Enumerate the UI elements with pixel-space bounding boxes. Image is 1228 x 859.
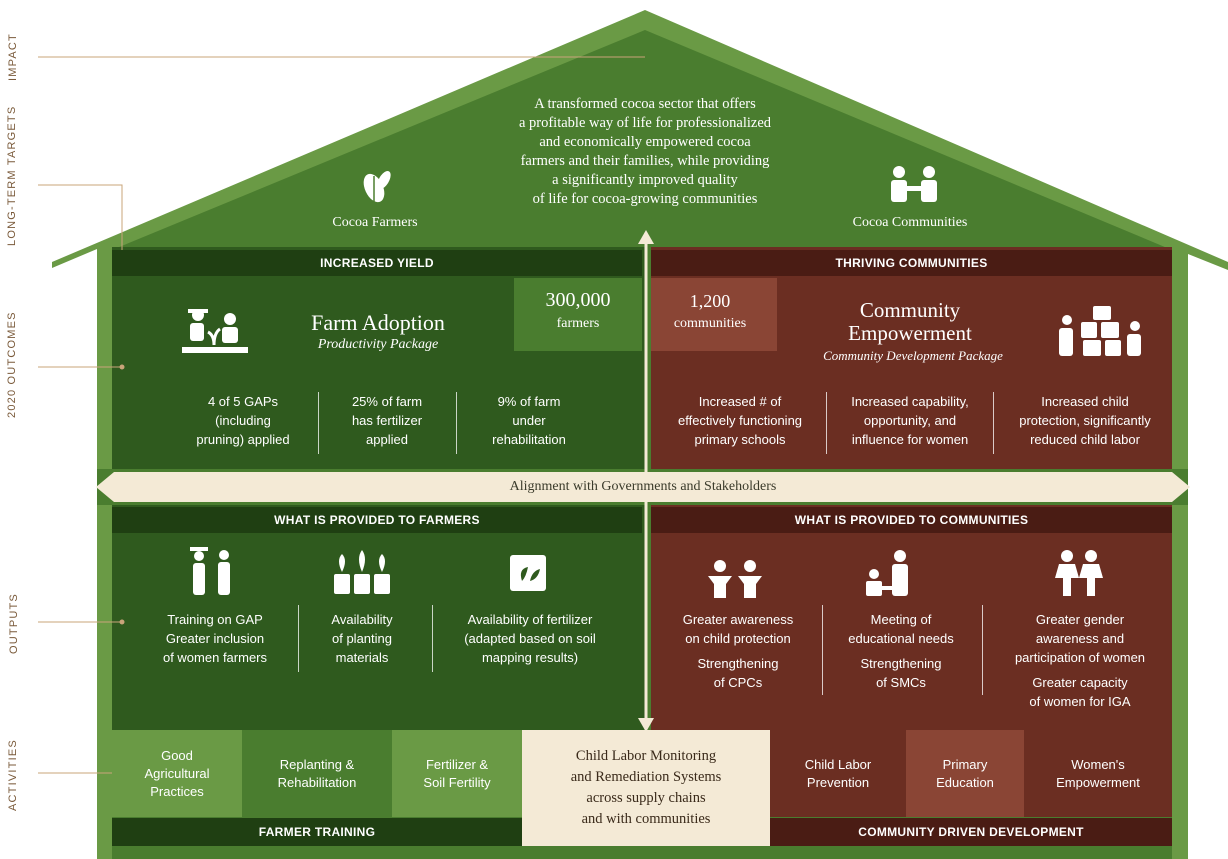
thriving-communities-bar: THRIVING COMMUNITIES xyxy=(651,250,1172,276)
alignment-label: Alignment with Governments and Stakehold… xyxy=(509,479,777,494)
output-divider xyxy=(432,605,433,672)
center-arrow-up xyxy=(638,230,654,244)
farmers-planting-icon xyxy=(182,309,248,353)
outputs-left-panel xyxy=(112,505,646,730)
women-icon xyxy=(1055,550,1103,596)
fertilizer-bag-icon xyxy=(510,555,546,591)
community-empowerment-title: Community Empowerment xyxy=(848,298,972,345)
metric-divider xyxy=(826,392,827,454)
vision-statement: A transformed cocoa sector that offers a… xyxy=(470,95,820,209)
output-divider xyxy=(298,605,299,672)
cocoa-communities-label: Cocoa Communities xyxy=(852,215,968,230)
communities-stat-unit: communities xyxy=(673,316,747,331)
center-arrow-down xyxy=(638,718,654,732)
vision-line: a significantly improved quality xyxy=(552,172,738,188)
communities-stat-box xyxy=(651,278,777,351)
farmer-training-bar: FARMER TRAINING xyxy=(112,818,522,846)
farmer-couple-icon xyxy=(190,547,230,595)
cocoa-farmers-label: Cocoa Farmers xyxy=(332,215,418,230)
output-divider xyxy=(822,605,823,695)
alignment-arrow xyxy=(96,472,1190,502)
vision-line: A transformed cocoa sector that offers xyxy=(534,96,756,112)
community-building-icon xyxy=(1059,306,1141,356)
farmers-stat-unit: farmers xyxy=(556,316,600,331)
vision-line: a profitable way of life for professiona… xyxy=(518,115,772,131)
metric-divider xyxy=(318,392,319,454)
vision-line: of life for cocoa-growing communities xyxy=(532,191,758,207)
output-divider xyxy=(982,605,983,695)
farmers-stat-box xyxy=(514,278,642,351)
provided-to-communities-bar: WHAT IS PROVIDED TO COMMUNITIES xyxy=(651,507,1172,533)
education-icon xyxy=(866,550,908,596)
handshake-people-icon xyxy=(891,166,937,202)
farmers-stat-value: 300,000 xyxy=(545,289,611,311)
seedlings-icon xyxy=(334,550,390,594)
activity-replanting-rehabilitation: Replanting &Rehabilitation xyxy=(242,730,392,817)
children-icon xyxy=(708,560,762,598)
metric-divider xyxy=(993,392,994,454)
communities-stat-value: 1,200 xyxy=(689,291,731,311)
activity-fertilizer-soil-fertility: Fertilizer &Soil Fertility xyxy=(392,730,522,817)
metric-divider xyxy=(456,392,457,454)
farm-adoption-title: Farm Adoption xyxy=(311,310,445,335)
increased-yield-bar: INCREASED YIELD xyxy=(112,250,642,276)
productivity-package-subtitle: Productivity Package xyxy=(317,337,439,352)
community-driven-development-bar: COMMUNITY DRIVEN DEVELOPMENT xyxy=(770,818,1172,846)
vision-line: farmers and their families, while provid… xyxy=(520,153,770,169)
vision-line: and economically empowered cocoa xyxy=(539,134,751,150)
community-development-package-subtitle: Community Development Package xyxy=(823,348,1003,363)
fertilizer-output: Availability of fertilizer(adapted based… xyxy=(464,612,596,665)
outputs-right-panel xyxy=(651,505,1172,730)
provided-to-farmers-bar: WHAT IS PROVIDED TO FARMERS xyxy=(112,507,642,533)
cocoa-pod-icon xyxy=(363,170,391,203)
